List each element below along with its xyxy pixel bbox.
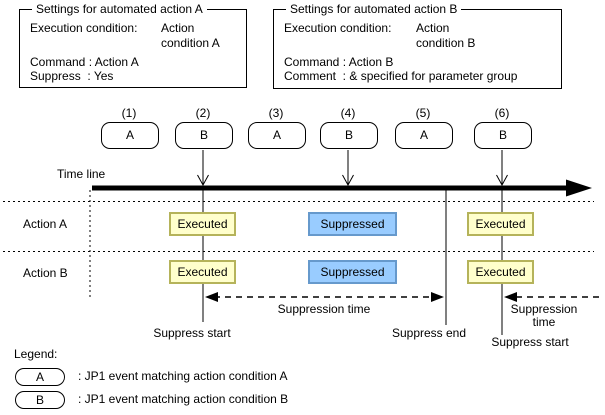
action-b-suppressed: Suppressed (308, 260, 397, 284)
event-2-arrowhead (197, 174, 209, 187)
suppress-line: Suppress : Yes (30, 69, 114, 83)
legend-description-a: : JP1 event matching action condition A (78, 369, 288, 383)
row-label-action-b: Action B (23, 266, 68, 280)
comment-line: Comment : & specified for parameter grou… (284, 69, 518, 83)
settings-box-a-title: Settings for automated action A (32, 2, 207, 16)
timeline-arrowhead (566, 179, 592, 197)
event-number-6: (6) (494, 106, 510, 120)
execution-condition-value: Action condition B (416, 21, 476, 50)
settings-box-action-a: Settings for automated action A Executio… (19, 2, 247, 88)
event-box-6: B (474, 122, 532, 149)
suppress-start-2-label: Suppress start (491, 335, 569, 349)
event-box-5: A (395, 122, 453, 149)
execution-condition-value: Action condition A (161, 21, 220, 50)
event-4-arrowhead (342, 174, 354, 187)
execution-condition-label: Execution condition: (284, 21, 392, 35)
timeline-label: Time line (57, 167, 106, 181)
action-a-suppressed: Suppressed (308, 212, 397, 236)
legend-title: Legend: (14, 347, 58, 361)
suppression-time-1-label: Suppression time (277, 302, 371, 316)
event-number-1: (1) (121, 106, 137, 120)
settings-box-action-b: Settings for automated action B Executio… (273, 2, 562, 89)
event-box-4: B (320, 122, 378, 149)
command-line: Command : Action B (284, 55, 394, 69)
suppression-time-arrow-1-left-head (205, 292, 218, 302)
action-b-executed-1: Executed (169, 260, 236, 284)
suppress-end-label: Suppress end (391, 326, 467, 340)
event-number-5: (5) (415, 106, 431, 120)
settings-box-b-title: Settings for automated action B (286, 2, 462, 16)
command-line: Command : Action A (30, 55, 139, 69)
suppression-time-arrow-1-right-head (431, 292, 444, 302)
legend-symbol-a: A (15, 368, 65, 386)
suppress-start-1-label: Suppress start (153, 326, 231, 340)
row-label-action-a: Action A (23, 217, 68, 231)
action-a-executed-2: Executed (467, 212, 534, 236)
action-a-executed-1: Executed (169, 212, 236, 236)
event-number-4: (4) (340, 106, 356, 120)
event-box-3: A (248, 122, 306, 149)
execution-condition-label: Execution condition: (30, 21, 138, 35)
event-box-2: B (175, 122, 233, 149)
suppression-time-arrow-2-left-head (504, 292, 517, 302)
event-number-2: (2) (195, 106, 211, 120)
legend-description-b: : JP1 event matching action condition B (78, 392, 289, 406)
event-number-3: (3) (268, 106, 284, 120)
legend-symbol-b: B (15, 391, 65, 409)
suppression-time-2-label: Suppression time (510, 302, 578, 329)
event-box-1: A (101, 122, 159, 149)
action-b-executed-2: Executed (467, 260, 534, 284)
event-6-arrowhead (496, 174, 508, 187)
